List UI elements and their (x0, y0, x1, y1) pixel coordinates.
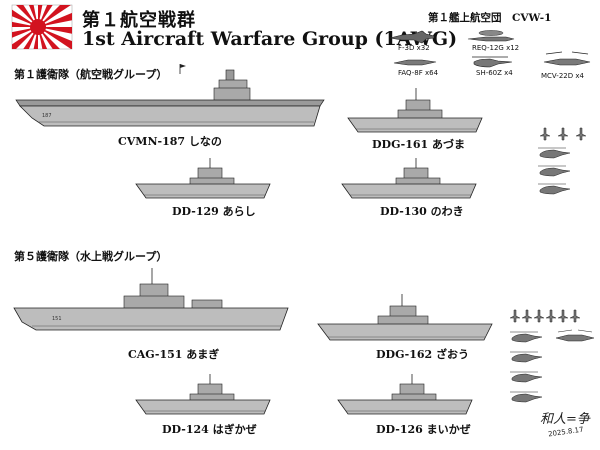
ship-label: DDG-161 あづま (372, 138, 466, 151)
fighter-jet-icon (389, 30, 435, 44)
ship-label: DD-124 はぎかぜ (162, 423, 257, 436)
ship-label: DDG-162 ざおう (376, 348, 470, 361)
ship-label: DD-129 あらし (172, 205, 256, 218)
aew-aircraft-icon (467, 30, 515, 42)
aircraft-label: REQ-12G x12 (472, 44, 520, 52)
embarked-aircraft-icons (509, 309, 595, 403)
ship-label: DD-130 のわき (380, 205, 464, 218)
destroyer-drawing (135, 158, 271, 199)
aircraft-label: MCV-22D x4 (541, 72, 584, 80)
rising-sun-flag (11, 4, 73, 50)
air-wing-title: 第１艦上航空団 CVW-1 (428, 12, 552, 24)
aircraft-label: FAQ-8F x64 (398, 69, 439, 77)
group-5-label: 第５護衛隊（水上戦グループ） (14, 250, 168, 263)
svg-text:151: 151 (52, 316, 62, 322)
tiltrotor-icon (543, 51, 591, 66)
drone-aircraft-icon (393, 59, 437, 66)
ship-label: CVMN-187 しなの (118, 135, 222, 148)
group-1-label: 第１護衛隊（航空戦グループ） (14, 68, 168, 81)
artist-signature: 和人=争 (540, 412, 590, 427)
svg-text:187: 187 (42, 113, 52, 119)
destroyer-drawing (135, 374, 271, 415)
aircraft-label: SH-60Z x4 (476, 69, 513, 77)
helicopter-icon (472, 56, 513, 68)
aircraft-carrier-drawing: 187 (15, 64, 325, 127)
aircraft-label: F-3D x32 (398, 44, 430, 52)
embarked-aircraft-icons (538, 127, 587, 195)
ship-label: CAG-151 あまぎ (128, 348, 220, 361)
destroyer-drawing (317, 294, 493, 341)
signature-date: 2025.8.17 (547, 425, 585, 439)
destroyer-drawing (337, 374, 473, 415)
ship-label: DD-126 まいかぜ (376, 423, 471, 436)
title-english: 1st Aircraft Warfare Group (1AWG) (82, 28, 458, 50)
destroyer-drawing (341, 158, 477, 199)
cruiser-drawing: 151 (13, 268, 289, 331)
title-japanese: 第１航空戦群 (82, 10, 196, 31)
destroyer-drawing (347, 88, 483, 133)
